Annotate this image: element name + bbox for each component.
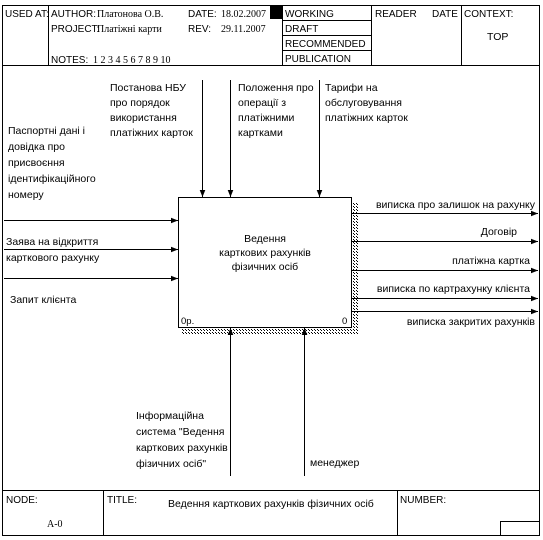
input-label-1-line-1: Паспортні дані і — [8, 125, 85, 137]
date-label: DATE: — [188, 9, 217, 20]
context-label: CONTEXT: — [464, 9, 513, 20]
output-label-4: виписка по картрахунку клієнта — [377, 283, 530, 295]
title-label: TITLE: — [107, 495, 137, 506]
context-value: TOP — [487, 31, 508, 43]
mechanism-label-1-line-4: фізичних осіб" — [136, 458, 206, 470]
notes-label: NOTES: — [51, 55, 88, 66]
control-label-1-line-1: Постанова НБУ — [110, 82, 186, 94]
author-value: Платонова О.В. — [97, 9, 163, 20]
input-label-3: Запит клієнта — [10, 294, 76, 306]
output-label-3: платіжна картка — [452, 255, 530, 267]
author-label: AUTHOR: — [51, 9, 96, 20]
rev-label: REV: — [188, 24, 211, 35]
mechanism-label-2: менеджер — [310, 457, 359, 469]
activity-number: 0 — [342, 316, 347, 327]
control-label-2-line-1: Положення про — [238, 82, 314, 94]
control-label-3-line-2: обслуговування — [325, 97, 402, 109]
status-draft: DRAFT — [285, 24, 318, 35]
mechanism-label-1-line-2: система "Ведення — [136, 426, 224, 438]
status-publication: PUBLICATION — [285, 54, 351, 65]
reader-label: READER — [375, 9, 417, 20]
activity-title-line-2: карткових рахунків — [219, 247, 311, 259]
activity-box[interactable]: Ведення карткових рахунків фізичних осіб… — [178, 197, 359, 335]
project-label: PROJECT: — [51, 24, 99, 35]
mechanism-label-1-line-3: карткових рахунків — [136, 442, 228, 454]
control-label-3-line-3: платіжних карток — [325, 112, 408, 124]
status-recommended: RECOMMENDED — [285, 39, 366, 50]
status-working-marker — [270, 6, 282, 19]
output-label-2: Договір — [481, 226, 517, 238]
reader-date-label: DATE — [432, 9, 458, 20]
input-label-1-line-5: номеру — [8, 189, 44, 201]
output-label-1: виписка про залишок на рахунку — [376, 199, 536, 211]
activity-title-line-1: Ведення — [244, 233, 286, 245]
activity-title-line-3: фізичних осіб — [232, 261, 298, 273]
input-label-2-line-1: Заява на відкриття — [6, 236, 98, 248]
control-label-2-line-2: операції з — [238, 97, 286, 109]
number-label: NUMBER: — [400, 495, 446, 506]
mechanism-label-1-line-1: Інформаційна — [136, 410, 204, 422]
project-value: Платіжні карти — [97, 24, 162, 35]
rev-value: 29.11.2007 — [221, 24, 266, 35]
input-label-1-line-2: довідка про — [8, 141, 65, 153]
diagram-title: Ведення карткових рахунків фізичних осіб — [168, 498, 374, 510]
used-at-label: USED AT: — [5, 9, 49, 20]
output-label-5: виписка закритих рахунків — [407, 316, 536, 328]
notes-value: 1 2 3 4 5 6 7 8 9 10 — [93, 55, 171, 66]
input-label-1-line-3: присвоєння — [8, 157, 65, 169]
control-label-2-line-3: платіжними — [238, 112, 294, 124]
header-frame — [2, 5, 540, 66]
control-label-3-line-1: Тарифи на — [325, 82, 378, 94]
control-label-1-line-4: платіжних карток — [110, 127, 193, 139]
activity-left-tag: 0р. — [181, 316, 194, 327]
status-working: WORKING — [285, 9, 334, 20]
control-label-1-line-3: використання — [110, 112, 177, 124]
footer-frame — [2, 490, 540, 536]
input-label-2-line-2: карткового рахунку — [6, 252, 100, 264]
node-label: NODE: — [6, 495, 38, 506]
node-value: А-0 — [47, 519, 63, 530]
control-label-2-line-4: картками — [238, 127, 283, 139]
input-label-1-line-4: ідентифікаційного — [8, 173, 96, 185]
control-label-1-line-2: про порядок — [110, 97, 170, 109]
date-value: 18.02.2007 — [221, 9, 266, 20]
